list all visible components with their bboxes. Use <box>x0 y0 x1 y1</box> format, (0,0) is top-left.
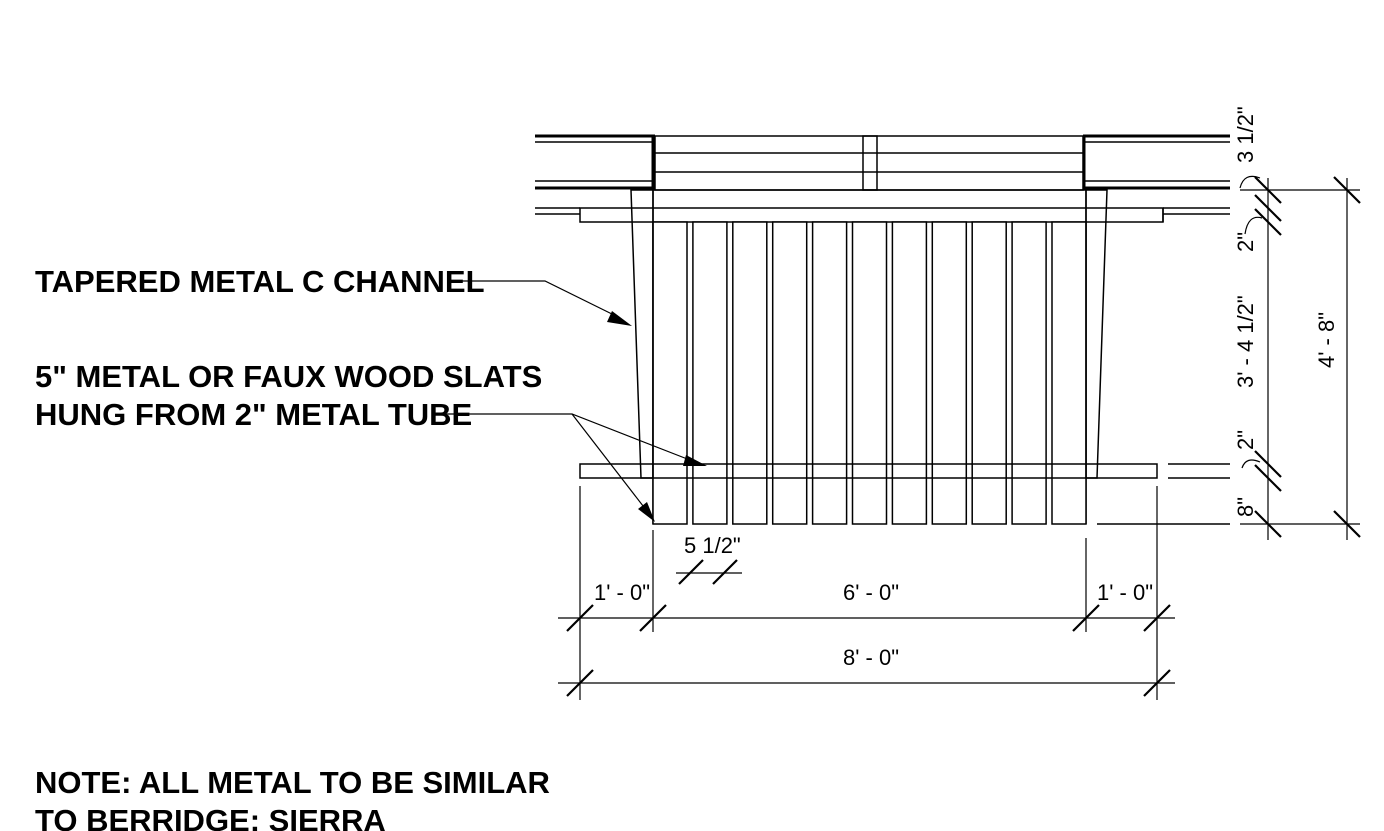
top-header-member <box>654 135 1084 191</box>
horizontal-dimensions: 5 1/2" 1' - 0" 6' - 0" 1' - 0" 8' - 0" <box>558 486 1175 700</box>
upper-metal-tube <box>579 207 1164 223</box>
dim-center-span: 6' - 0" <box>843 580 899 605</box>
slat <box>771 221 808 525</box>
left-beam <box>535 134 655 215</box>
slat <box>971 221 1007 525</box>
dim-upper-tube: 2" <box>1233 232 1258 252</box>
dim-bottom-extension: 8" <box>1233 497 1258 517</box>
slat <box>931 221 968 525</box>
slat <box>891 221 928 525</box>
dim-slat-height: 3' - 4 1/2" <box>1233 295 1258 388</box>
slat <box>811 221 848 525</box>
leader-slats <box>445 413 707 522</box>
dim-top-member: 3 1/2" <box>1233 106 1258 163</box>
leader-channel <box>455 280 632 326</box>
dim-overall-height: 4' - 8" <box>1314 312 1339 368</box>
tapered-c-channel-left <box>630 189 654 479</box>
dim-overall-width: 8' - 0" <box>843 645 899 670</box>
dim-slat-width: 5 1/2" <box>684 533 741 558</box>
dim-left-overhang: 1' - 0" <box>594 580 650 605</box>
slat <box>732 221 768 525</box>
vertical-dimensions: 3 1/2" 2" 3' - 4 1/2" 2" 8" 4' - 8" <box>1233 106 1361 540</box>
label-slats-line2: HUNG FROM 2" METAL TUBE <box>35 397 472 432</box>
dim-lower-tube: 2" <box>1233 430 1258 450</box>
slat <box>692 221 728 525</box>
right-beam <box>1082 134 1230 215</box>
dim-right-overhang: 1' - 0" <box>1097 580 1153 605</box>
label-channel: TAPERED METAL C CHANNEL <box>35 264 485 299</box>
slat <box>1011 221 1047 525</box>
tapered-c-channel-right <box>1085 189 1108 479</box>
lower-metal-tube <box>579 463 1158 479</box>
note-line2: TO BERRIDGE: SIERRA <box>35 803 386 831</box>
slat <box>851 221 888 525</box>
slat <box>1051 221 1087 525</box>
label-slats-line1: 5" METAL OR FAUX WOOD SLATS <box>35 359 542 394</box>
slats-group <box>652 221 1087 525</box>
note-line1: NOTE: ALL METAL TO BE SIMILAR <box>35 765 550 800</box>
